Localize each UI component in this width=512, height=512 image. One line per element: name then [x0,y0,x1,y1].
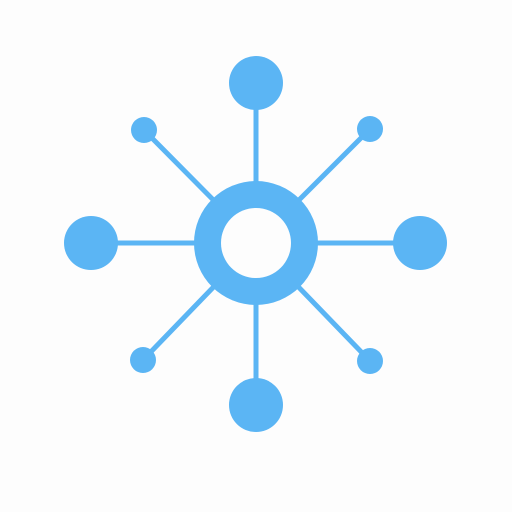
nodes-group [64,56,447,432]
hub-group [194,181,318,305]
node-bottom-right [357,348,383,374]
node-top [229,56,283,110]
node-top-right [357,116,383,142]
node-top-left [131,117,157,143]
node-left [64,216,118,270]
node-bottom [229,378,283,432]
node-bottom-left [130,347,156,373]
hub-center [221,208,291,278]
node-right [393,216,447,270]
